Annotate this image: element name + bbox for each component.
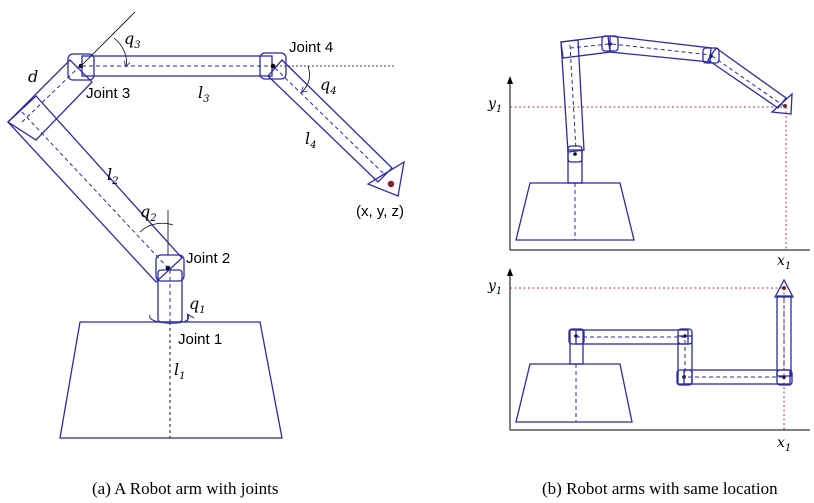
joint-4-label: Joint 4 (289, 39, 333, 56)
bottom-base (515, 363, 633, 423)
joint-1-label: Joint 1 (178, 331, 222, 348)
top-y1-label: y1 (487, 96, 502, 115)
link-2 (7, 95, 183, 283)
l2-label: l2 (107, 165, 119, 187)
top-joint-2 (567, 145, 583, 163)
end-effector-label: (x, y, z) (356, 203, 404, 220)
bottom-y1-label: y1 (487, 278, 502, 297)
panel-a: Joint 1 Joint 2 Joint 3 Joint 4 q1 q2 q3… (6, 11, 405, 498)
joint-4 (259, 52, 287, 80)
robot-base (59, 321, 283, 439)
top-x1-label: x1 (777, 253, 791, 272)
top-joint-4 (702, 47, 720, 64)
joint-3 (67, 53, 95, 81)
joint-1-rotation-arrow (149, 315, 189, 324)
d-label: d (28, 67, 38, 86)
q1-label: q1 (189, 294, 206, 316)
joint-3-label: Joint 3 (86, 85, 130, 102)
q3-label: q3 (124, 29, 141, 51)
l1-label: l1 (174, 360, 186, 382)
l3-label: l3 (198, 83, 210, 105)
end-effector-point (387, 180, 395, 188)
joint-2-label: Joint 2 (186, 250, 230, 267)
link-d (6, 59, 93, 141)
l4-label: l4 (305, 129, 317, 151)
top-base (515, 182, 635, 241)
panel-b-bottom: y1 x1 (b) Robot arms with same location (487, 268, 810, 498)
joint-2 (155, 254, 185, 282)
bottom-end-effector (773, 278, 795, 298)
caption-b: (b) Robot arms with same location (542, 479, 778, 498)
end-effector-arrow (366, 160, 405, 197)
link-4 (267, 59, 393, 183)
top-end-effector (770, 92, 793, 115)
q2-label: q2 (140, 202, 157, 224)
q4-label: q4 (320, 75, 337, 97)
bottom-x1-label: x1 (777, 435, 791, 454)
panel-b-top: y1 x1 (487, 35, 810, 272)
caption-a: (a) A Robot arm with joints (92, 479, 279, 498)
